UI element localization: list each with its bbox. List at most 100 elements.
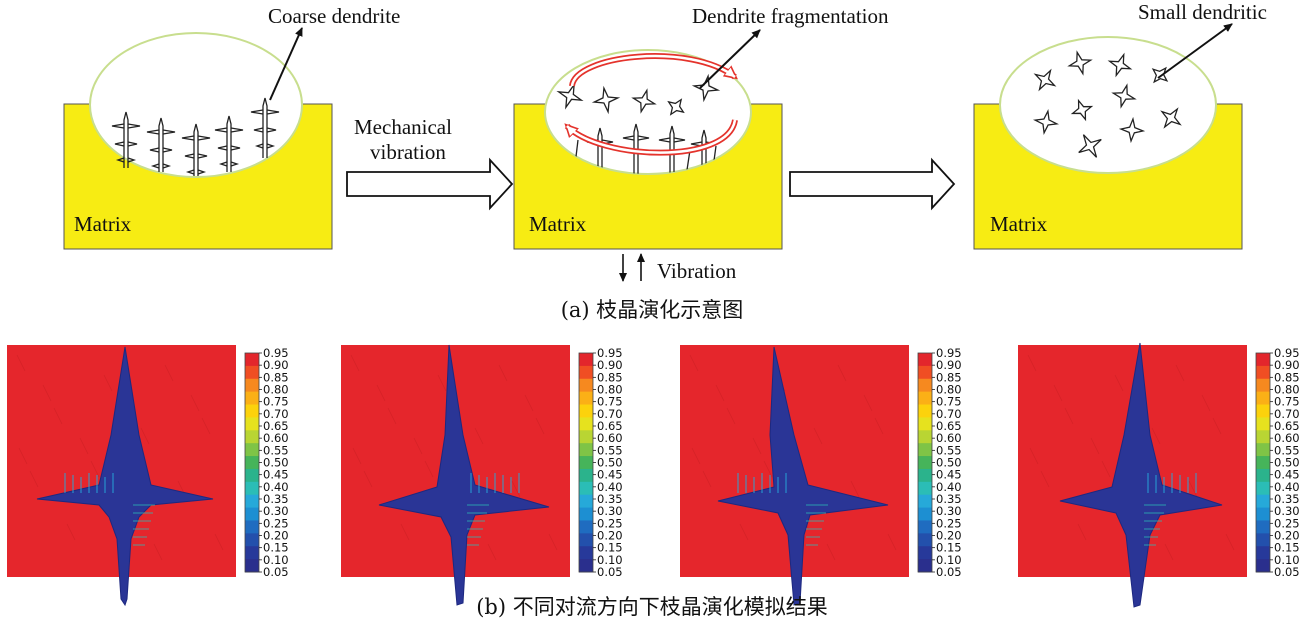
- sim-noise: [752, 437, 762, 455]
- sim-noise: [1027, 354, 1037, 372]
- colorbar-tick-label: 0.05: [936, 565, 962, 579]
- colorbar-segment: [245, 559, 259, 573]
- colorbar-tick-label: 0.65: [597, 419, 623, 433]
- coarse-dendrite: [214, 115, 244, 172]
- colorbar-tick-label: 0.90: [1274, 358, 1300, 372]
- sim-noise: [739, 523, 749, 541]
- colorbar-tick-label: 0.05: [263, 565, 289, 579]
- colorbar-segment: [1256, 546, 1270, 560]
- colorbar-tick-label: 0.45: [263, 468, 289, 482]
- colorbar-segment: [1256, 391, 1270, 406]
- colorbar-tick-label: 0.50: [1274, 456, 1300, 470]
- colorbar-tick-label: 0.25: [263, 516, 289, 530]
- small-dendrite: [1151, 66, 1169, 84]
- fragmentation-pointer-arrow: [699, 29, 761, 89]
- sim-noise: [90, 460, 100, 478]
- colorbar-segment: [579, 481, 593, 496]
- colorbar-tick-label: 0.95: [263, 346, 289, 360]
- colorbar-tick-label: 0.30: [936, 504, 962, 518]
- colorbar-segment: [245, 481, 259, 496]
- colorbar-tick-label: 0.05: [597, 565, 623, 579]
- process-arrow-1: Mechanical vibration: [346, 115, 514, 211]
- colorbar-tick-label: 0.40: [936, 480, 962, 494]
- stage-2-fragmentation: Matrix Dendrite fragmentation Vibration: [513, 4, 889, 283]
- colorbar-tick-label: 0.70: [936, 407, 962, 421]
- colorbar-segment: [1256, 559, 1270, 573]
- sim-noise: [79, 437, 89, 455]
- colorbar-segment: [245, 378, 259, 393]
- colorbar-tick-label: 0.90: [263, 358, 289, 372]
- colorbar-tick-label: 0.85: [597, 370, 623, 384]
- colorbar-tick-label: 0.35: [936, 492, 962, 506]
- colorbar-segment: [245, 404, 259, 418]
- small-dendrite: [1067, 50, 1093, 76]
- sim-noise: [1090, 437, 1100, 455]
- sim-noise: [437, 374, 447, 392]
- stage3-fragment-group: [1033, 50, 1182, 158]
- matrix-label-2: Matrix: [529, 212, 587, 236]
- sim-noise: [352, 447, 362, 465]
- sim-noise: [837, 364, 847, 382]
- colorbar-tick-label: 0.40: [597, 480, 623, 494]
- coarse-dendrite: [250, 97, 280, 158]
- sim-noise: [863, 394, 873, 412]
- colorbar-tick-label: 0.55: [263, 443, 289, 457]
- sim-noise: [66, 523, 76, 541]
- colorbar-tick-label: 0.45: [1274, 468, 1300, 482]
- colorbar-tick-label: 0.50: [936, 456, 962, 470]
- sim-noise: [42, 384, 52, 402]
- colorbar-tick-label: 0.80: [597, 383, 623, 397]
- colorbar-segment: [579, 468, 593, 483]
- sim-panel-4: 0.950.900.850.800.750.700.650.600.550.50…: [1018, 342, 1300, 608]
- colorbar-tick-label: 0.20: [597, 529, 623, 543]
- sim-noise: [487, 543, 497, 561]
- sim-noise: [140, 427, 150, 445]
- sim-noise: [413, 437, 423, 455]
- colorbar-segment: [245, 456, 259, 470]
- colorbar-tick-label: 0.30: [597, 504, 623, 518]
- sim-noise: [153, 543, 163, 561]
- colorbar-tick-label: 0.90: [597, 358, 623, 372]
- sim-noise: [1151, 427, 1161, 445]
- stage-1-coarse: Matrix Coarse dendrite: [63, 4, 400, 250]
- colorbar-segment: [245, 365, 259, 380]
- colorbar-segment: [918, 494, 932, 509]
- sim-panel-2: 0.950.900.850.800.750.700.650.600.550.50…: [341, 344, 623, 606]
- sim-noise: [813, 427, 823, 445]
- sim-dendrite: [717, 346, 889, 606]
- colorbar-tick-label: 0.45: [936, 468, 962, 482]
- colorbar-segment: [1256, 533, 1270, 547]
- small-dendrite: [1033, 109, 1059, 135]
- sim-noise: [826, 543, 836, 561]
- sim-noise: [1077, 523, 1087, 541]
- sim-noise: [1064, 407, 1074, 425]
- colorbar-segment: [579, 378, 593, 393]
- colorbar-tick-label: 0.20: [1274, 529, 1300, 543]
- colorbar-segment: [579, 443, 593, 457]
- colorbar-tick-label: 0.15: [1274, 541, 1300, 555]
- colorbar-tick-label: 0.40: [1274, 480, 1300, 494]
- colorbar-tick-label: 0.60: [936, 431, 962, 445]
- colorbar-segment: [579, 353, 593, 367]
- colorbar-tick-label: 0.50: [263, 456, 289, 470]
- sim-noise: [1188, 480, 1198, 498]
- sim-noise: [18, 447, 28, 465]
- stage2-fragment-group: [556, 73, 721, 116]
- colorbar-tick-label: 0.55: [597, 443, 623, 457]
- colorbar-segment: [245, 443, 259, 457]
- colorbar-segment: [918, 391, 932, 406]
- sim-panel-3: 0.950.900.850.800.750.700.650.600.550.50…: [680, 345, 962, 606]
- colorbar-segment: [918, 417, 932, 431]
- colorbar-segment: [1256, 353, 1270, 367]
- colorbar-tick-label: 0.85: [936, 370, 962, 384]
- colorbar-tick-label: 0.75: [597, 395, 623, 409]
- colorbar-tick-label: 0.75: [1274, 395, 1300, 409]
- sim-noise: [16, 354, 26, 372]
- stage2-fragment: [631, 88, 657, 114]
- small-pointer-arrow: [1157, 23, 1233, 79]
- colorbar-segment: [918, 456, 932, 470]
- colorbar-tick-label: 0.10: [936, 553, 962, 567]
- sim-noise: [424, 460, 434, 478]
- colorbar-segment: [918, 520, 932, 534]
- colorbar-segment: [579, 417, 593, 431]
